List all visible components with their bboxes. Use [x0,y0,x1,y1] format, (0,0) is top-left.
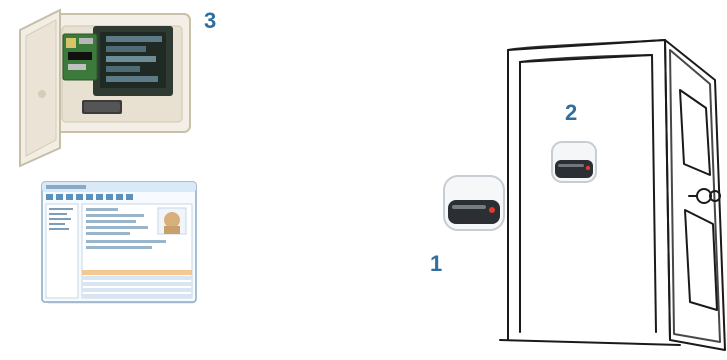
door-icon [500,40,725,350]
reader-outside-callout-number: 1 [430,253,442,275]
card-reader-icon [548,138,600,188]
access-control-panel-icon [8,8,198,168]
card-reader-icon [438,170,510,236]
access-control-software-window-icon [40,178,200,308]
reader-inside-callout-number: 2 [565,102,577,124]
controller-callout-number: 3 [204,10,216,32]
